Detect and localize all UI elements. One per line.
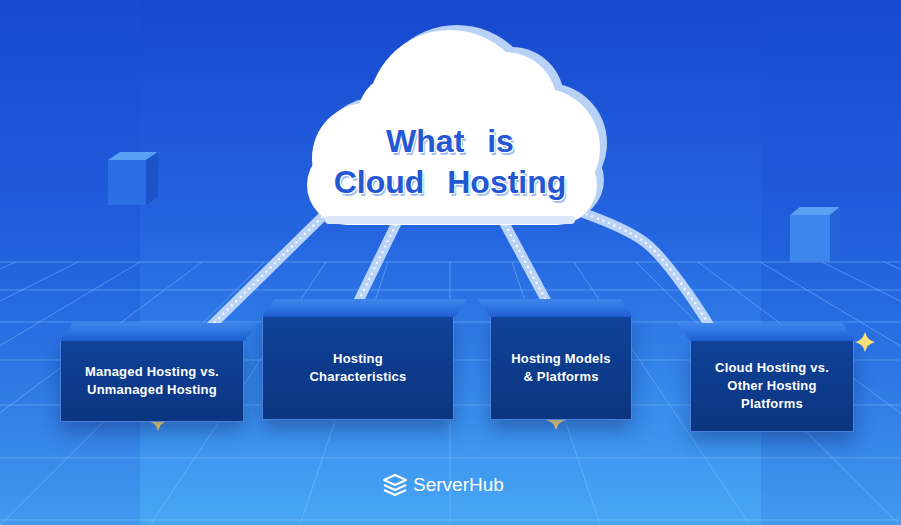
box-label: Hosting Characteristics [286, 350, 430, 386]
box-label: Hosting Models & Platforms [510, 350, 612, 386]
topic-box: Hosting Characteristics [262, 316, 454, 420]
box-label: Cloud Hosting vs. Other Hosting Platform… [715, 359, 829, 413]
floor-grid [0, 262, 901, 525]
heading-text: What is Cloud Hosting [330, 121, 570, 204]
cube [108, 152, 158, 205]
cube [790, 207, 840, 262]
grid-line [636, 262, 900, 525]
grid-line [0, 262, 264, 525]
brand-name: ServerHub [413, 474, 504, 496]
box-label: Managed Hosting vs. Unmanaged Hosting [81, 363, 223, 399]
topic-box: Cloud Hosting vs. Other Hosting Platform… [690, 340, 854, 432]
topic-box: Managed Hosting vs. Unmanaged Hosting [60, 340, 244, 422]
topic-box: Hosting Models & Platforms [490, 316, 632, 420]
logo-icon [384, 475, 406, 495]
floor [0, 250, 901, 525]
grid-line [884, 262, 901, 525]
grid-line [0, 262, 16, 525]
cloud-node: What is Cloud Hosting [285, 20, 615, 238]
